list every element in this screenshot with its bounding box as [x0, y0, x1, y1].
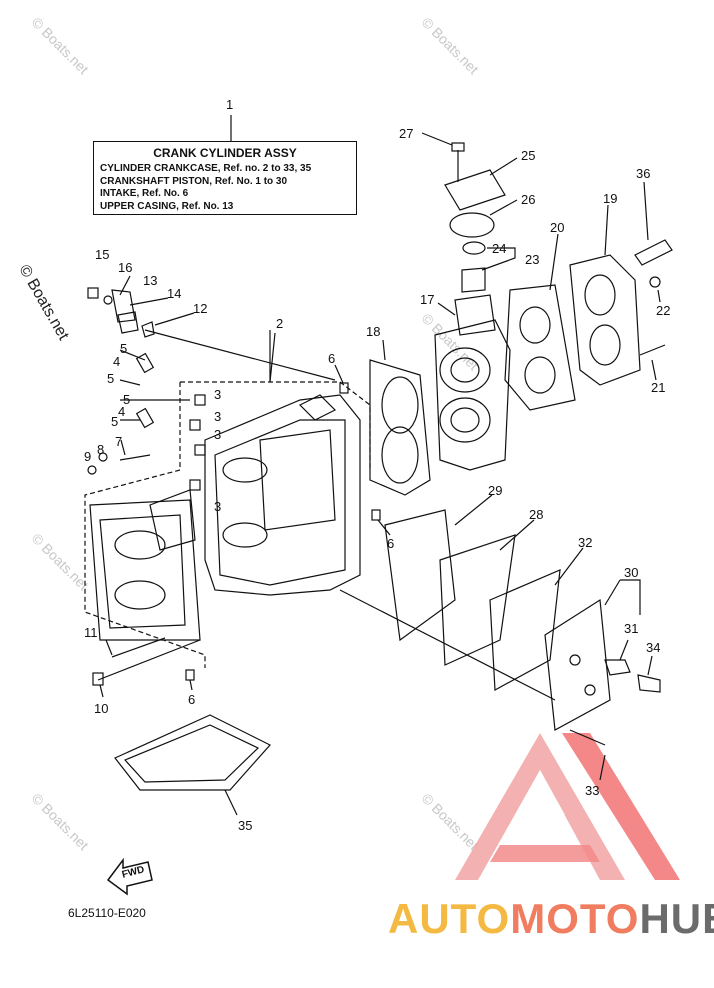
assembly-line: UPPER CASING, Ref. No. 13: [100, 200, 234, 212]
assembly-line: CYLINDER CRANKCASE, Ref. no. 2 to 33, 35: [100, 163, 312, 174]
part-number-23: 23: [525, 252, 540, 267]
part-number-3: 3: [214, 427, 222, 442]
part-number-20: 20: [550, 220, 565, 235]
part-number-8: 8: [97, 442, 105, 457]
part-number-9: 9: [84, 449, 92, 464]
drawing-code: 6L25110-E020: [68, 906, 146, 920]
part-number-4: 4: [113, 354, 121, 369]
part-number-10: 10: [94, 701, 109, 716]
part-number-13: 13: [143, 273, 158, 288]
part-number-2: 2: [276, 316, 284, 331]
assembly-title: CRANK CYLINDER ASSY: [153, 146, 297, 160]
part-number-7: 7: [115, 434, 123, 449]
part-number-12: 12: [193, 301, 208, 316]
part-number-22: 22: [656, 303, 671, 318]
part-number-17: 17: [420, 292, 435, 307]
part-number-26: 26: [521, 192, 536, 207]
part-number-34: 34: [646, 640, 661, 655]
part-number-3: 3: [214, 409, 222, 424]
part-number-3: 3: [214, 499, 222, 514]
brand-wordmark: AUTOMOTOHUB: [388, 898, 714, 940]
part-number-30: 30: [624, 565, 639, 580]
part-number-33: 33: [585, 783, 600, 798]
part-number-5: 5: [120, 341, 128, 356]
part-number-1: 1: [226, 97, 234, 112]
part-number-6: 6: [328, 351, 336, 366]
part-number-29: 29: [488, 483, 503, 498]
part-number-5: 5: [107, 371, 115, 386]
part-number-11: 11: [84, 625, 98, 640]
assembly-line: INTAKE, Ref. No. 6: [100, 188, 189, 199]
part-number-15: 15: [95, 247, 110, 262]
part-number-32: 32: [578, 535, 593, 550]
part-number-19: 19: [603, 191, 618, 206]
part-number-24: 24: [492, 241, 507, 256]
part-number-5: 5: [111, 414, 119, 429]
part-number-18: 18: [366, 324, 381, 339]
part-number-36: 36: [636, 166, 651, 181]
part-number-25: 25: [521, 148, 536, 163]
part-number-6: 6: [188, 692, 196, 707]
part-number-35: 35: [238, 818, 253, 833]
part-number-3: 3: [214, 387, 222, 402]
part-number-4: 4: [118, 404, 126, 419]
assembly-info-box: CRANK CYLINDER ASSY CYLINDER CRANKCASE, …: [93, 141, 357, 215]
brand-auto: AUTO: [388, 895, 511, 942]
brand-hub: HUB: [639, 895, 714, 942]
part-number-21: 21: [651, 380, 666, 395]
assembly-line: CRANKSHAFT PISTON, Ref. No. 1 to 30: [100, 175, 288, 187]
part-number-16: 16: [118, 260, 133, 275]
part-number-28: 28: [529, 507, 544, 522]
part-number-14: 14: [167, 286, 182, 301]
part-number-6: 6: [387, 536, 395, 551]
part-number-31: 31: [624, 621, 639, 636]
part-number-5: 5: [123, 392, 131, 407]
brand-moto: MOTO: [510, 895, 640, 942]
part-number-27: 27: [399, 126, 414, 141]
